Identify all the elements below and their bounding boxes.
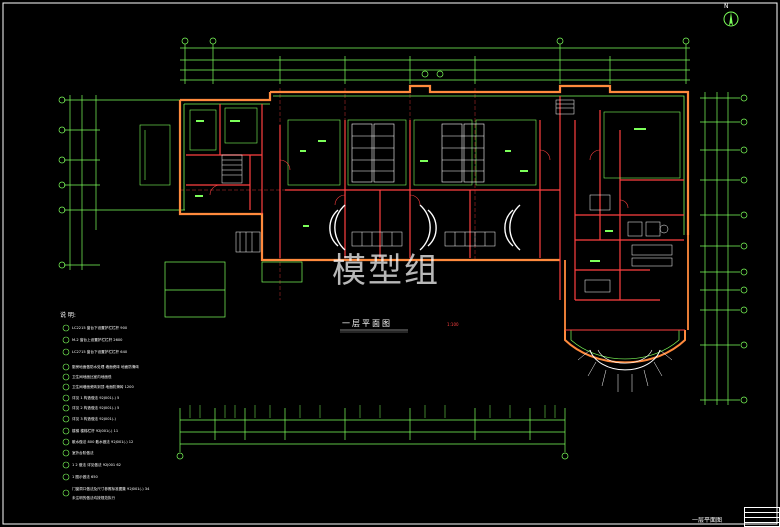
watermark-text: 模型组 [332,251,440,291]
right-wing-walls [564,235,689,330]
title-block [744,507,780,527]
note-item: M-2 窗台上设置护栏栏杆 2600 [72,338,122,343]
bottom-grid-bubbles [176,452,569,460]
note-text: 详见 3 构造做法 92J001(-) [72,417,116,421]
top-dimension-lines [180,44,690,84]
note-text: 楼梯 楼梯栏杆 92J001(-) 11 [72,429,119,433]
door-swings [209,149,629,209]
note-item: 详见 3 构造做法 92J001(-) [72,417,116,422]
interior-walls [186,96,684,301]
hall-radial-seats [577,349,673,392]
note-item: 详见 2 构造做法 92J001(-) 5 [72,406,119,411]
entrance-porch [164,261,303,318]
interior-wall-faces [189,107,681,186]
note-text: 1 2 做法 详见做法 92J001 62 [72,463,121,467]
left-dimension-lines [64,95,185,270]
note-item: 楼梯 楼梯栏杆 92J001(-) 11 [72,429,118,434]
right-dimension-lines [700,92,740,405]
top-grid-bubbles [181,37,690,78]
kitchen-equipment [584,194,673,293]
note-text: 卫生间地面比室内地面低 [72,375,112,379]
north-label: N [724,3,729,10]
note-text: 详见 1 构造做法 92J001(-) 5 [72,396,120,400]
title-block-row [745,518,779,523]
note-text: 卫生间墙面瓷砖到顶 地面防滑砖 1200 [72,385,134,389]
note-item: 卫生间墙面瓷砖到顶 地面防滑砖 1200 [72,385,134,390]
semicircular-hall [564,329,686,371]
left-side-detail [139,124,171,186]
note-text: 未注明的做法均按规范执行 [72,496,116,500]
note-item: LC2215 窗台下设置护栏栏杆 900 [72,326,127,331]
bottom-tick-marks [189,405,556,418]
note-text: 厨房地面做防水处理 墙面瓷砖 地面防滑砖 [72,365,139,369]
annotation-marks [195,120,646,262]
note-item: 卫生间地面比室内地面低 [72,375,112,380]
notes-heading: 说 明: [60,312,76,319]
note-item: 散水做法 800 散水做法 92J001(-) 12 [72,440,133,445]
sheet-caption: 一层平面图 [692,517,723,524]
note-item: 门窗洞口做法及尺寸参照标准图集 92J001(-) 34 [72,487,149,492]
left-grid-bubbles [58,96,66,269]
note-text: LC2215 窗台下设置护栏栏杆 900 [72,326,128,330]
note-text: 散水做法 800 散水做法 92J001(-) 12 [72,440,134,444]
note-item: 室外台阶做法 [72,451,94,456]
note-item: 厨房地面做防水处理 墙面瓷砖 地面防滑砖 [72,365,139,370]
note-text: 1 图示做法 650 [72,475,98,479]
title-block-row [745,513,779,518]
note-item: 详见 1 构造做法 92J001(-) 5 [72,396,119,401]
note-item: 未注明的做法均按规范执行 [72,496,115,501]
note-item: LC2715 窗台下设置护栏栏杆 640 [72,350,127,355]
note-text: 门窗洞口做法及尺寸参照标准图集 92J001(-) 34 [72,487,150,491]
plan-title: 一层平面图 [342,319,392,328]
title-block-row [745,508,779,513]
bottom-dimension-lines [179,408,566,452]
note-text: M-2 窗台上设置护栏栏杆 2600 [72,338,123,342]
stair-blocks [221,99,575,253]
right-grid-bubbles [740,94,748,404]
note-text: LC2715 窗台下设置护栏栏杆 640 [72,350,128,354]
curved-seating-arcs [329,204,521,251]
note-text: 详见 2 构造做法 92J001(-) 5 [72,406,120,410]
note-item: 1 图示做法 650 [72,475,98,480]
note-item: 1 2 做法 详见做法 92J001 62 [72,463,121,468]
furniture-rows [351,231,496,247]
note-text: 室外台阶做法 [72,451,94,455]
north-arrow-icon [723,11,739,27]
plan-scale: 1:100 [447,322,459,327]
cubicle-blocks [351,123,485,183]
exterior-wall-inner-line [183,95,685,235]
notes-bullets [62,324,70,497]
